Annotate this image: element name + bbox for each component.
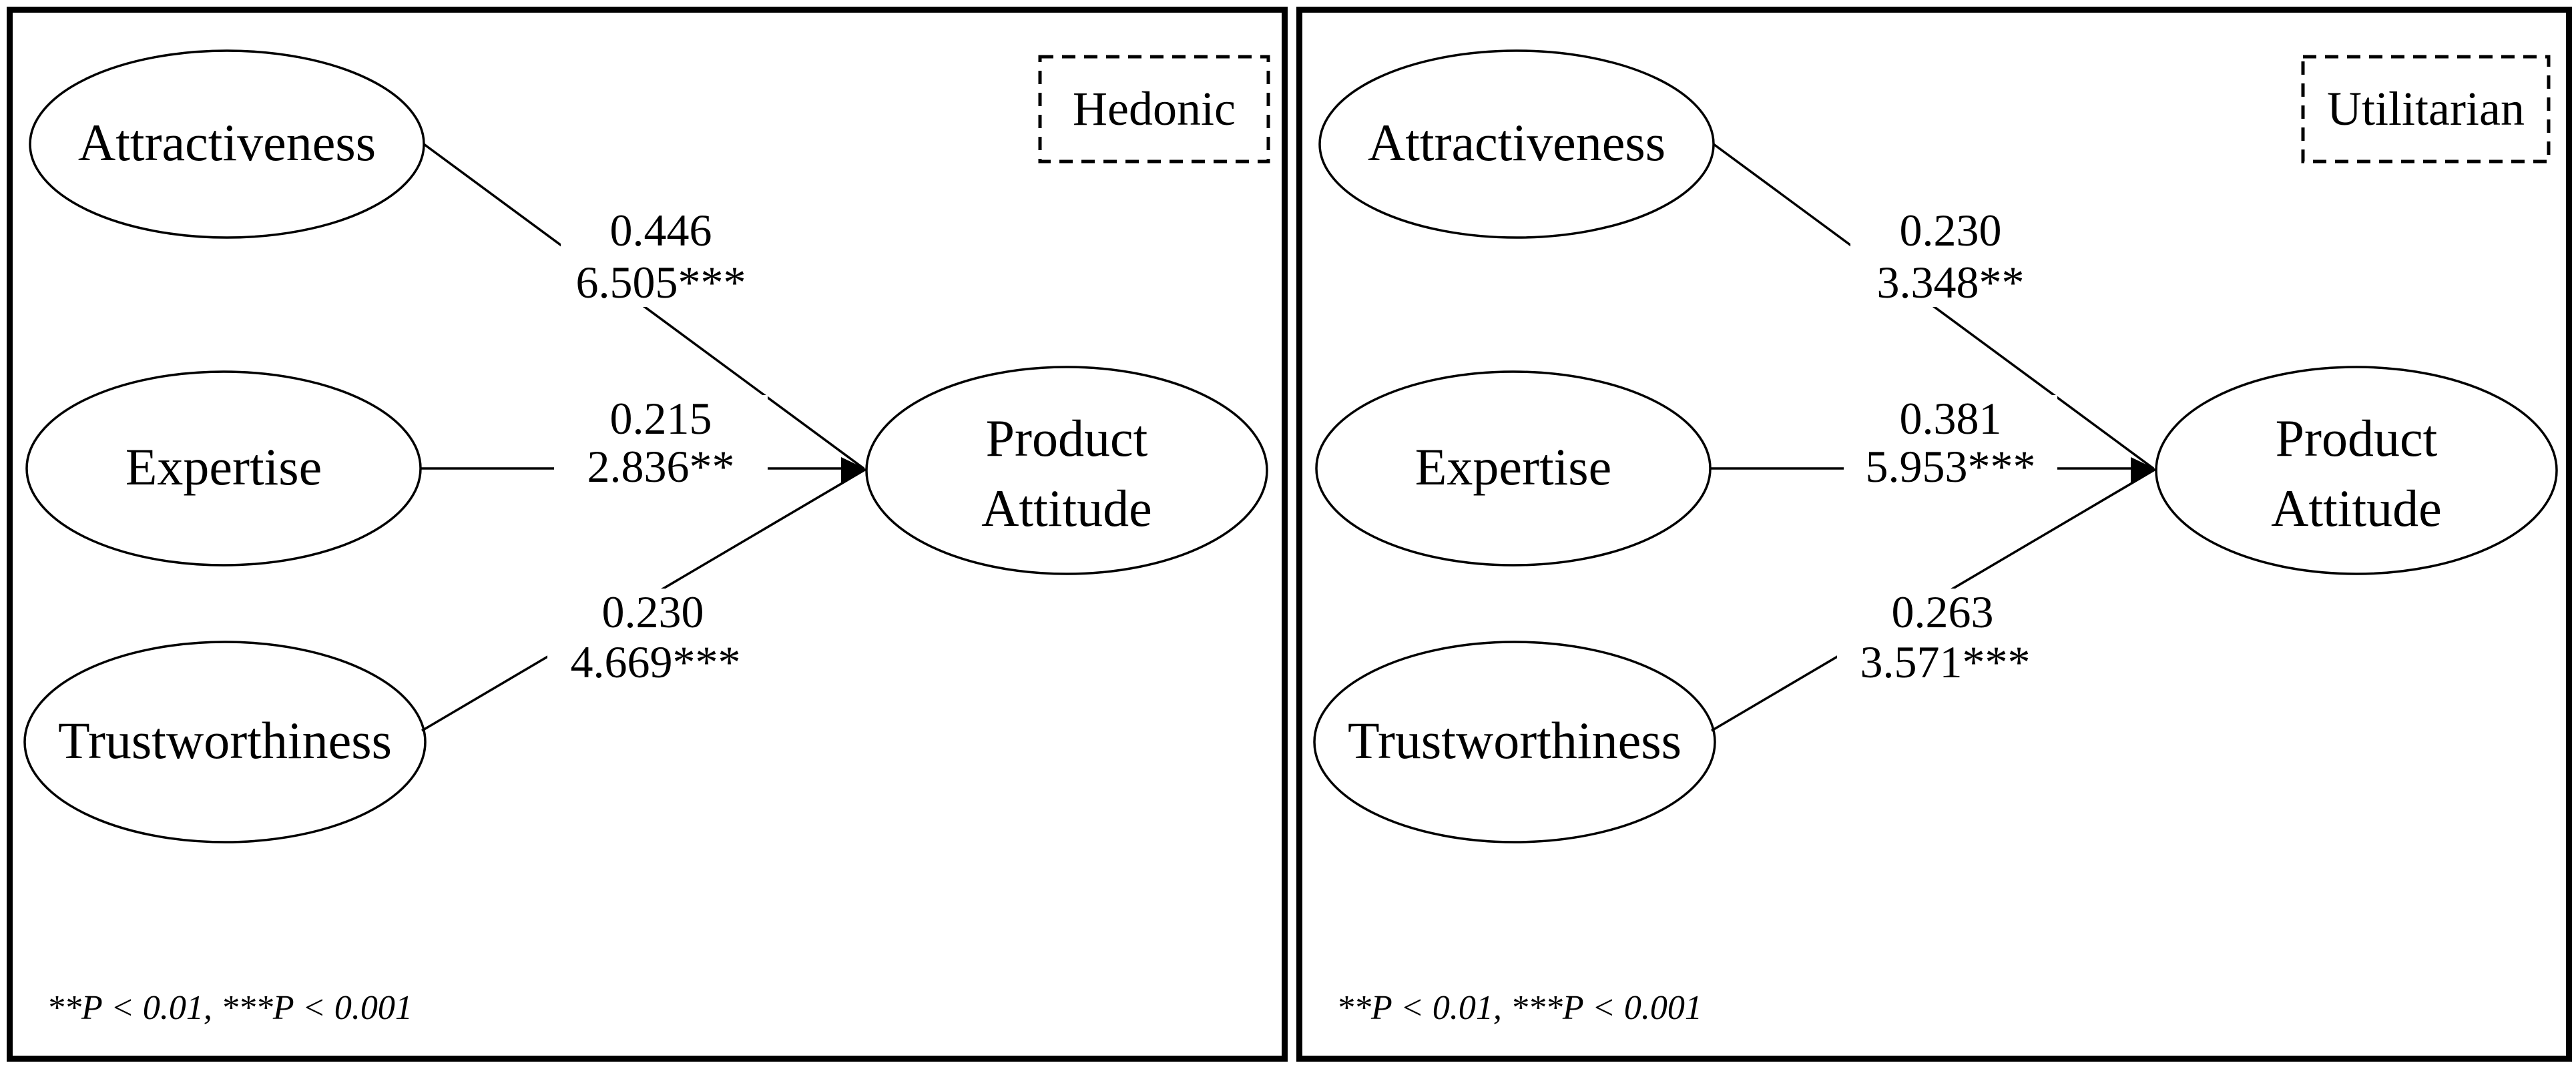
coefficient-value: 0.230 xyxy=(1900,205,2002,256)
t-value: 3.348** xyxy=(1877,257,2025,308)
coefficient-value: 0.215 xyxy=(610,393,712,444)
coefficient-value: 0.446 xyxy=(610,205,712,256)
path-label-background xyxy=(561,206,761,307)
path-label-trustworthiness: 0.263 3.571*** xyxy=(1837,587,2057,687)
condition-label: Utilitarian xyxy=(2327,82,2525,135)
node-attractiveness-label: Attractiveness xyxy=(78,113,376,171)
significance-footnote: **P < 0.01, ***P < 0.001 xyxy=(47,989,413,1027)
node-expertise-label: Expertise xyxy=(125,438,322,496)
t-value: 5.953*** xyxy=(1866,441,2036,492)
path-label-background xyxy=(1837,589,2057,686)
node-attractiveness-label: Attractiveness xyxy=(1368,113,1665,171)
path-label-background xyxy=(1850,206,2051,307)
arrowhead-icon xyxy=(841,457,868,482)
path-label-background xyxy=(554,395,768,492)
node-product-attitude xyxy=(865,366,1268,575)
coefficient-value: 0.381 xyxy=(1900,393,2002,444)
node-expertise-label: Expertise xyxy=(1415,438,1612,496)
node-product-attitude-label-line1: Product xyxy=(2276,409,2438,467)
node-trustworthiness-label: Trustworthiness xyxy=(1348,711,1682,769)
node-trustworthiness xyxy=(1313,641,1716,843)
t-value: 3.571*** xyxy=(1860,637,2031,687)
significance-footnote: **P < 0.01, ***P < 0.001 xyxy=(1336,989,1702,1027)
path-label-attractiveness: 0.446 6.505*** xyxy=(561,205,761,308)
node-product-attitude-label-line1: Product xyxy=(986,409,1148,467)
node-product-attitude-label-line2: Attitude xyxy=(2271,479,2442,537)
coefficient-value: 0.230 xyxy=(602,587,704,637)
panel-hedonic: Hedonic 0.446 6.505*** 0.215 2.836** xyxy=(7,7,1288,1062)
condition-box xyxy=(1038,55,1270,163)
condition-box xyxy=(2301,55,2551,163)
node-product-attitude xyxy=(2155,366,2558,575)
path-label-background xyxy=(1844,395,2057,492)
path-label-expertise: 0.215 2.836** xyxy=(554,393,768,492)
arrowhead-icon xyxy=(2131,457,2157,482)
panel-utilitarian: Utilitarian 0.230 3.348** 0.381 5.953*** xyxy=(1296,7,2572,1062)
path-label-expertise: 0.381 5.953*** xyxy=(1844,393,2057,492)
node-product-attitude-label-line2: Attitude xyxy=(981,479,1152,537)
node-trustworthiness xyxy=(23,641,427,843)
t-value: 2.836** xyxy=(587,441,735,492)
t-value: 6.505*** xyxy=(576,257,746,308)
condition-label: Hedonic xyxy=(1073,82,1236,135)
path-label-attractiveness: 0.230 3.348** xyxy=(1850,205,2051,308)
path-label-background xyxy=(547,589,768,686)
node-trustworthiness-label: Trustworthiness xyxy=(58,711,392,769)
coefficient-value: 0.263 xyxy=(1892,587,1994,637)
t-value: 4.669*** xyxy=(571,637,741,687)
path-label-trustworthiness: 0.230 4.669*** xyxy=(547,587,768,687)
